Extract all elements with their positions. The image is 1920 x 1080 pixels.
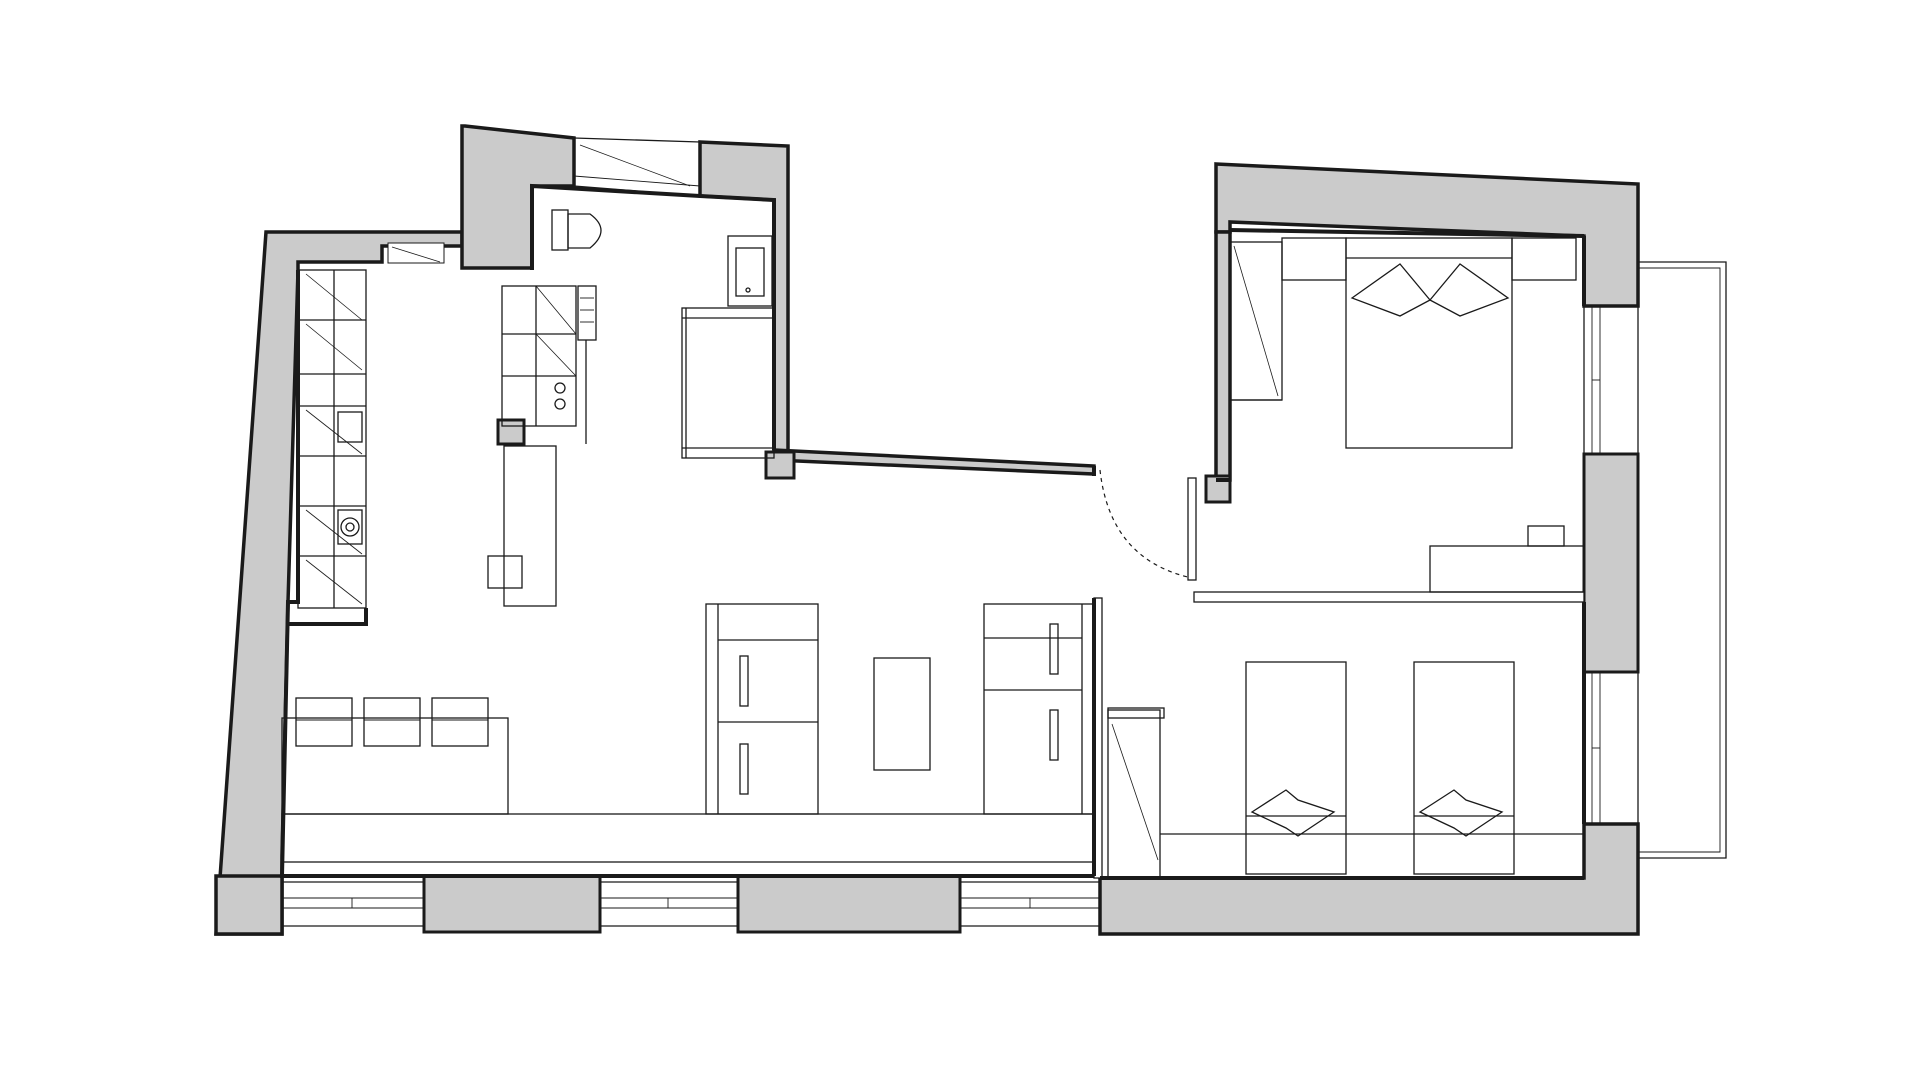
door-swing bbox=[1099, 469, 1193, 579]
sofa-left bbox=[705, 603, 819, 815]
right-window-1 bbox=[1583, 306, 1639, 454]
bathroom-top-wall bbox=[460, 124, 576, 270]
kitchen-sink-icon bbox=[337, 411, 363, 443]
column-kitchen bbox=[496, 418, 526, 446]
dining-table bbox=[281, 717, 509, 815]
bottom-window-2 bbox=[600, 881, 738, 927]
bottom-piers bbox=[422, 874, 962, 934]
doors bbox=[1092, 466, 1197, 581]
bedroom-1 bbox=[1229, 228, 1586, 593]
coffee-table bbox=[873, 657, 931, 771]
pier-1 bbox=[422, 874, 602, 934]
balcony-railing bbox=[1638, 261, 1727, 859]
bottom-window-3 bbox=[960, 881, 1100, 927]
bottom-window-1 bbox=[282, 881, 424, 927]
right-window-2 bbox=[1583, 672, 1639, 824]
double-bed bbox=[1281, 237, 1577, 449]
exterior-walls bbox=[214, 124, 1640, 936]
bedroom-left-wall bbox=[1214, 230, 1232, 482]
kitchen-counter bbox=[297, 269, 367, 609]
bedroom-2 bbox=[1100, 602, 1586, 880]
angled-partition bbox=[772, 448, 1096, 476]
small-window bbox=[387, 242, 445, 264]
single-bed-2 bbox=[1413, 661, 1515, 875]
monitor bbox=[1527, 525, 1565, 547]
right-pier bbox=[1582, 452, 1640, 674]
toilet-icon bbox=[551, 209, 602, 251]
window-bench bbox=[281, 813, 1095, 863]
stool bbox=[487, 555, 523, 589]
bedroom-divider bbox=[1193, 591, 1585, 603]
shower-icon bbox=[681, 307, 775, 459]
pier-2 bbox=[736, 874, 962, 934]
left-wall bbox=[214, 230, 464, 936]
interior-walls bbox=[496, 230, 1585, 879]
desk bbox=[1429, 545, 1585, 593]
sofa-right bbox=[983, 603, 1095, 815]
chairs bbox=[295, 697, 489, 747]
living-inner-outline bbox=[279, 270, 1094, 878]
left-bottom-corner bbox=[214, 874, 284, 936]
bathroom bbox=[501, 183, 776, 459]
appliance-stack bbox=[501, 285, 597, 444]
door-leaf bbox=[1187, 477, 1197, 581]
kitchen-island bbox=[503, 445, 557, 607]
kitchen bbox=[281, 269, 557, 815]
column-center bbox=[764, 450, 796, 480]
bathroom-inner-wall bbox=[530, 183, 776, 450]
single-bed-1 bbox=[1245, 661, 1347, 875]
sink-icon bbox=[727, 235, 773, 307]
living-room bbox=[281, 603, 1095, 863]
bathroom-window bbox=[573, 137, 701, 197]
cooktop-icon bbox=[337, 509, 363, 545]
